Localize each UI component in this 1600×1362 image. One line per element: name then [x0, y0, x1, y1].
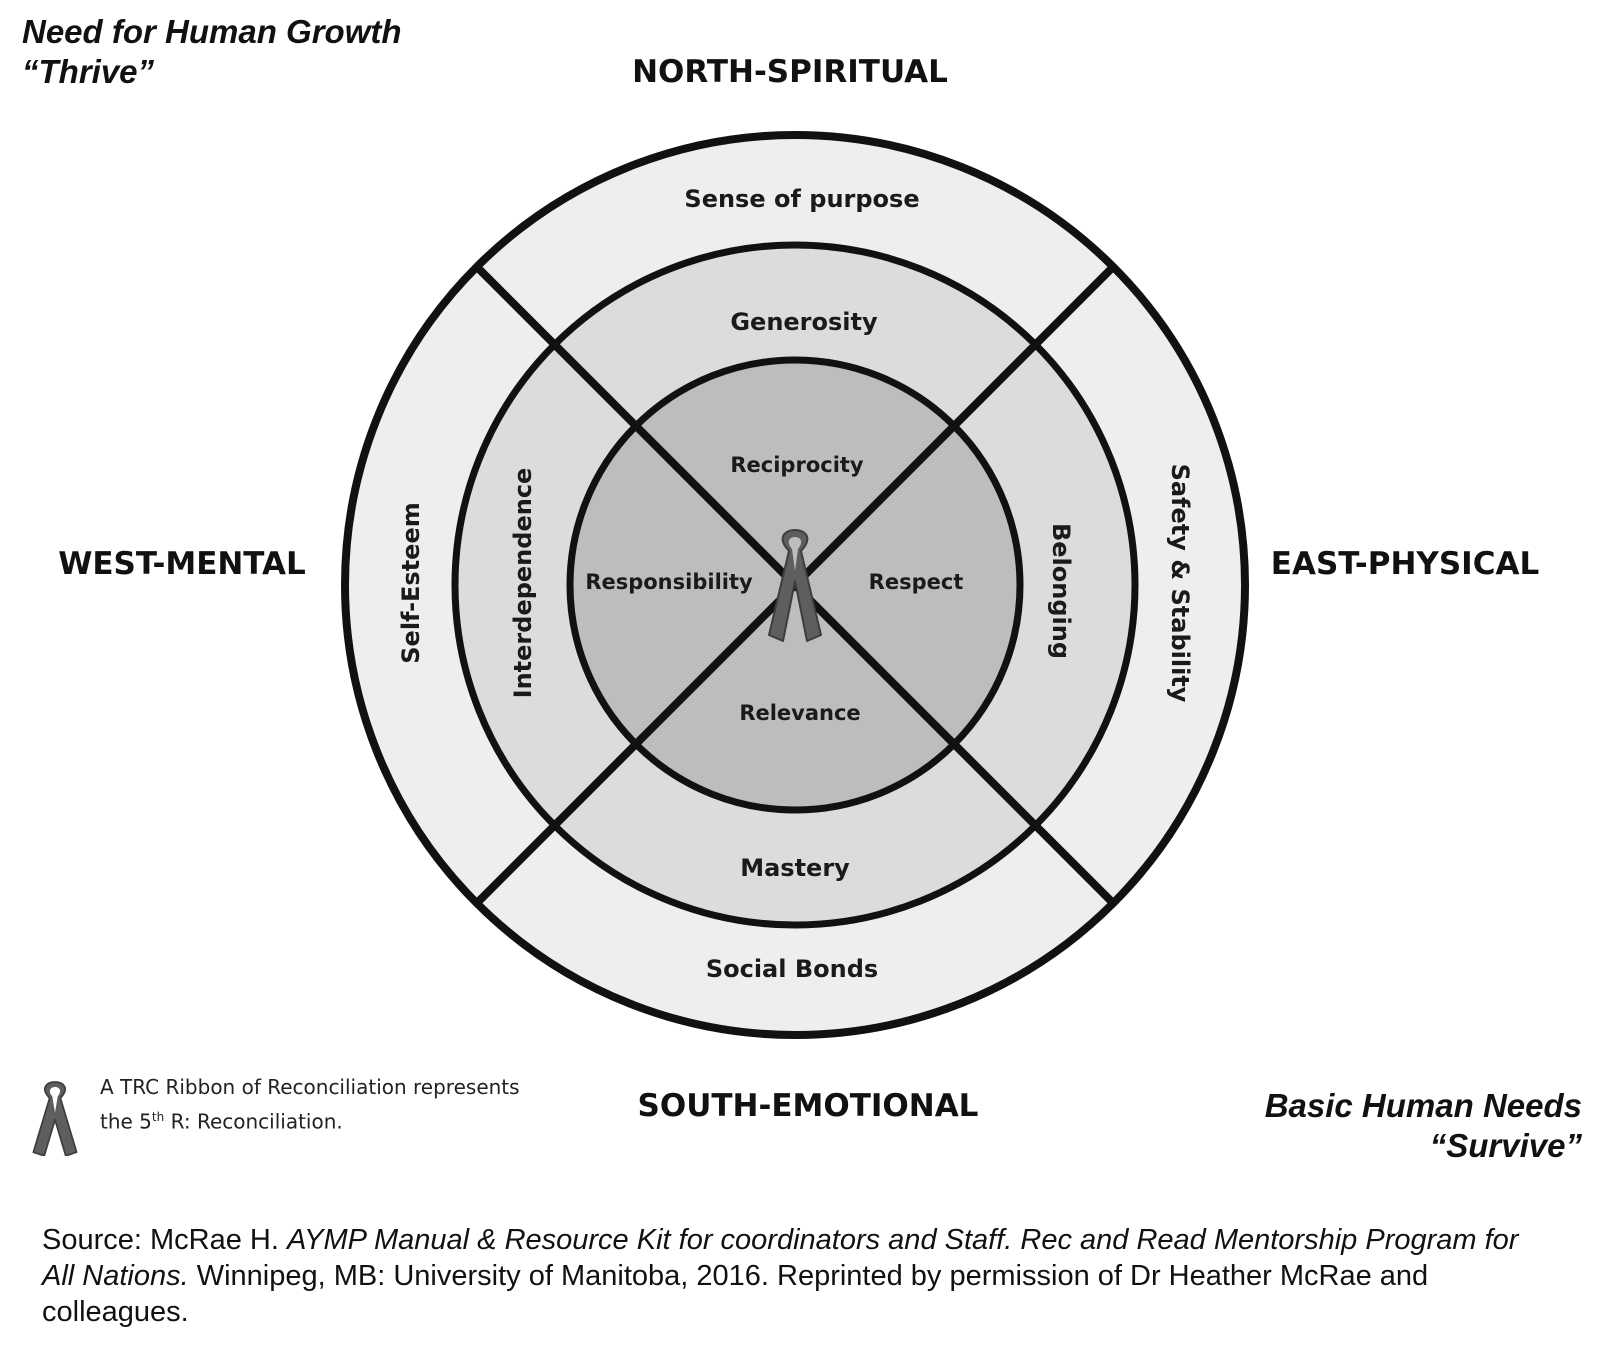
source-citation: Source: McRae H. AYMP Manual & Resource …	[42, 1222, 1552, 1330]
legend-line2: the 5th R: Reconciliation.	[100, 1102, 520, 1137]
legend-line1: A TRC Ribbon of Reconciliation represent…	[100, 1075, 520, 1099]
basic-needs-line1: Basic Human Needs	[1264, 1087, 1582, 1124]
middle-west-label: Interdependence	[509, 468, 537, 699]
outer-east-label: Safety & Stability	[1166, 464, 1194, 703]
direction-west: WEST-MENTAL	[58, 546, 306, 582]
direction-north: NORTH-SPIRITUAL	[632, 54, 948, 90]
direction-south: SOUTH-EMOTIONAL	[638, 1088, 979, 1124]
outer-west-label: Self-Esteem	[397, 502, 425, 663]
inner-east-label: Respect	[869, 570, 964, 594]
need-for-growth-title: Need for Human Growth “Thrive”	[22, 12, 402, 92]
source-title: AYMP Manual & Resource Kit for coordinat…	[42, 1224, 1519, 1292]
legend-line2-prefix: the 5	[100, 1109, 152, 1134]
basic-needs-line2: “Survive”	[1429, 1127, 1582, 1164]
need-for-growth-line1: Need for Human Growth	[22, 13, 402, 50]
basic-needs-title: Basic Human Needs “Survive”	[1265, 1086, 1582, 1166]
ribbon-icon	[32, 1081, 78, 1156]
ribbon-icon	[768, 529, 822, 642]
direction-east: EAST-PHYSICAL	[1271, 546, 1539, 582]
source-prefix: Source: McRae H.	[42, 1224, 287, 1256]
middle-north-label: Generosity	[730, 308, 878, 336]
legend-line2-sup: th	[151, 1110, 165, 1124]
need-for-growth-line2: “Thrive”	[22, 53, 155, 90]
inner-south-label: Relevance	[739, 701, 860, 725]
source-suffix: Winnipeg, MB: University of Manitoba, 20…	[42, 1260, 1429, 1328]
inner-west-label: Responsibility	[585, 570, 753, 594]
middle-south-label: Mastery	[740, 854, 850, 882]
legend-line2-suffix: R: Reconciliation.	[164, 1109, 343, 1134]
legend: A TRC Ribbon of Reconciliation represent…	[28, 1072, 588, 1156]
outer-south-label: Social Bonds	[706, 955, 878, 983]
legend-text: A TRC Ribbon of Reconciliation represent…	[100, 1072, 520, 1137]
middle-east-label: Belonging	[1047, 523, 1075, 659]
outer-north-label: Sense of purpose	[684, 185, 919, 213]
inner-north-label: Reciprocity	[730, 453, 864, 477]
